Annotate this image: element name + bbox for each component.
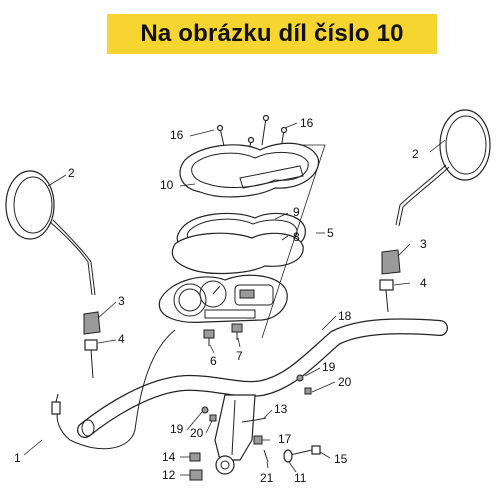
instrument-cover <box>179 142 320 198</box>
callout-14: 14 <box>162 450 176 464</box>
callout-19-right: 19 <box>322 360 336 374</box>
handlebar-clamp <box>214 394 256 475</box>
leader-lines <box>23 122 446 476</box>
left-mirror-bolt <box>84 339 98 379</box>
nut-14 <box>189 452 201 462</box>
screw-21 <box>263 449 269 463</box>
instrument-cluster <box>158 274 288 323</box>
banner-text: Na obrázku díl číslo 10 <box>140 20 404 47</box>
callout-10: 10 <box>160 178 174 192</box>
callout-labels: 2 2 3 3 4 4 5 6 7 8 9 10 16 16 18 19 20 … <box>14 116 427 485</box>
title-banner: Na obrázku díl číslo 10 <box>107 14 437 54</box>
bracket-5 <box>261 144 326 339</box>
callout-16-left: 16 <box>170 128 184 142</box>
bolt-7 <box>231 323 243 340</box>
screw-19-right <box>296 374 304 382</box>
bolt-13 <box>241 417 267 423</box>
right-mirror-bolt <box>379 279 394 313</box>
callout-8: 8 <box>293 230 300 244</box>
left-rubber-cap <box>83 311 101 335</box>
callout-19-left: 19 <box>170 422 184 436</box>
washer-11 <box>283 449 293 463</box>
callout-18: 18 <box>338 309 352 323</box>
callout-7: 7 <box>236 349 243 363</box>
bolt-6 <box>203 329 215 346</box>
callout-2-left: 2 <box>68 166 75 180</box>
callout-3-left: 3 <box>118 294 125 308</box>
callout-17: 17 <box>278 432 292 446</box>
callout-6: 6 <box>210 354 217 368</box>
screw-20-left <box>209 414 217 422</box>
callout-21: 21 <box>260 471 274 485</box>
nut-12 <box>189 469 203 481</box>
right-mirror <box>395 109 491 227</box>
lens <box>171 232 304 275</box>
left-mirror <box>5 170 96 296</box>
bolt-15 <box>289 445 321 456</box>
callout-4-left: 4 <box>118 332 125 346</box>
callout-1: 1 <box>14 451 21 465</box>
right-rubber-cap <box>381 249 401 275</box>
callout-3-right: 3 <box>420 237 427 251</box>
callout-16-right: 16 <box>300 116 314 130</box>
callout-11: 11 <box>294 471 307 485</box>
screw-19-left <box>201 406 209 414</box>
callout-15: 15 <box>334 452 348 466</box>
callout-20-right: 20 <box>338 375 352 389</box>
callout-13: 13 <box>274 402 288 416</box>
nut-17 <box>253 435 263 445</box>
callout-5: 5 <box>327 226 334 240</box>
callout-9: 9 <box>293 205 300 219</box>
screw-20-right <box>304 387 312 395</box>
callout-20-left: 20 <box>190 426 204 440</box>
cable-end <box>51 401 61 415</box>
callout-2-right: 2 <box>412 147 419 161</box>
callout-12: 12 <box>162 468 176 482</box>
handlebar <box>77 318 448 438</box>
callout-4-right: 4 <box>420 276 427 290</box>
speedometer-cable <box>56 329 176 450</box>
